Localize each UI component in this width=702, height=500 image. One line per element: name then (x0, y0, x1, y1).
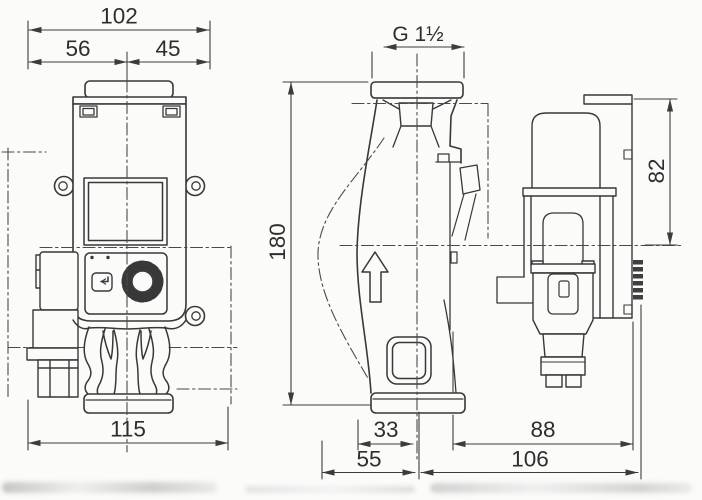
top-cap (84, 80, 174, 99)
dim-base-width: 115 (110, 417, 146, 442)
status-led-dots (90, 255, 110, 260)
dim-overall-width: 102 (100, 4, 138, 29)
dim-motor-width: 82 (644, 158, 669, 183)
control-panel (84, 252, 168, 315)
dim-overall-height: 180 (265, 223, 290, 261)
terminal-ribs (633, 260, 643, 300)
body-left-edge (356, 99, 378, 394)
bottom-flange-front (83, 393, 174, 414)
front-view (1, 51, 238, 453)
dim-width-left: 56 (65, 36, 90, 61)
control-knob[interactable] (121, 260, 164, 303)
terminal-blocks (79, 105, 181, 118)
top-plate (72, 96, 187, 105)
dimension-labels: 102 56 45 115 G 1½ 180 82 33 88 55 106 (65, 4, 669, 472)
dim-width-right: 45 (155, 36, 180, 61)
drain-plug (386, 336, 432, 385)
bearing-box (459, 164, 481, 195)
union-nut (398, 102, 434, 127)
capacitor-dome (542, 212, 584, 264)
body-right-edge (449, 99, 462, 164)
side-phantom-lines (317, 53, 684, 463)
return-arrow-icon (100, 276, 109, 285)
side-view (317, 53, 684, 463)
dim-center-to-rear: 88 (530, 417, 555, 442)
dim-center-to-port: 33 (373, 417, 398, 442)
lug-holes (58, 181, 201, 321)
menu-button[interactable] (91, 272, 113, 292)
motor-top-plate (583, 94, 633, 105)
pump-body-side (356, 81, 481, 394)
volute-phantom-curve (317, 137, 385, 381)
front-centerline (39, 51, 232, 453)
motor-upper-body (531, 112, 601, 193)
dimension-lines (27, 20, 678, 480)
flow-direction-arrow (361, 251, 389, 303)
electrical-plug (530, 260, 596, 388)
dim-front-to-center: 55 (356, 447, 381, 472)
motor-assembly (496, 94, 633, 319)
pump-volute-front (72, 319, 187, 395)
bottom-flange-side (370, 392, 466, 414)
dim-pipe-thread: G 1½ (392, 23, 443, 46)
display-screen (83, 177, 168, 246)
dim-total-depth: 106 (511, 447, 549, 472)
motor-flange-band (522, 187, 617, 197)
cable-connector (26, 251, 79, 398)
